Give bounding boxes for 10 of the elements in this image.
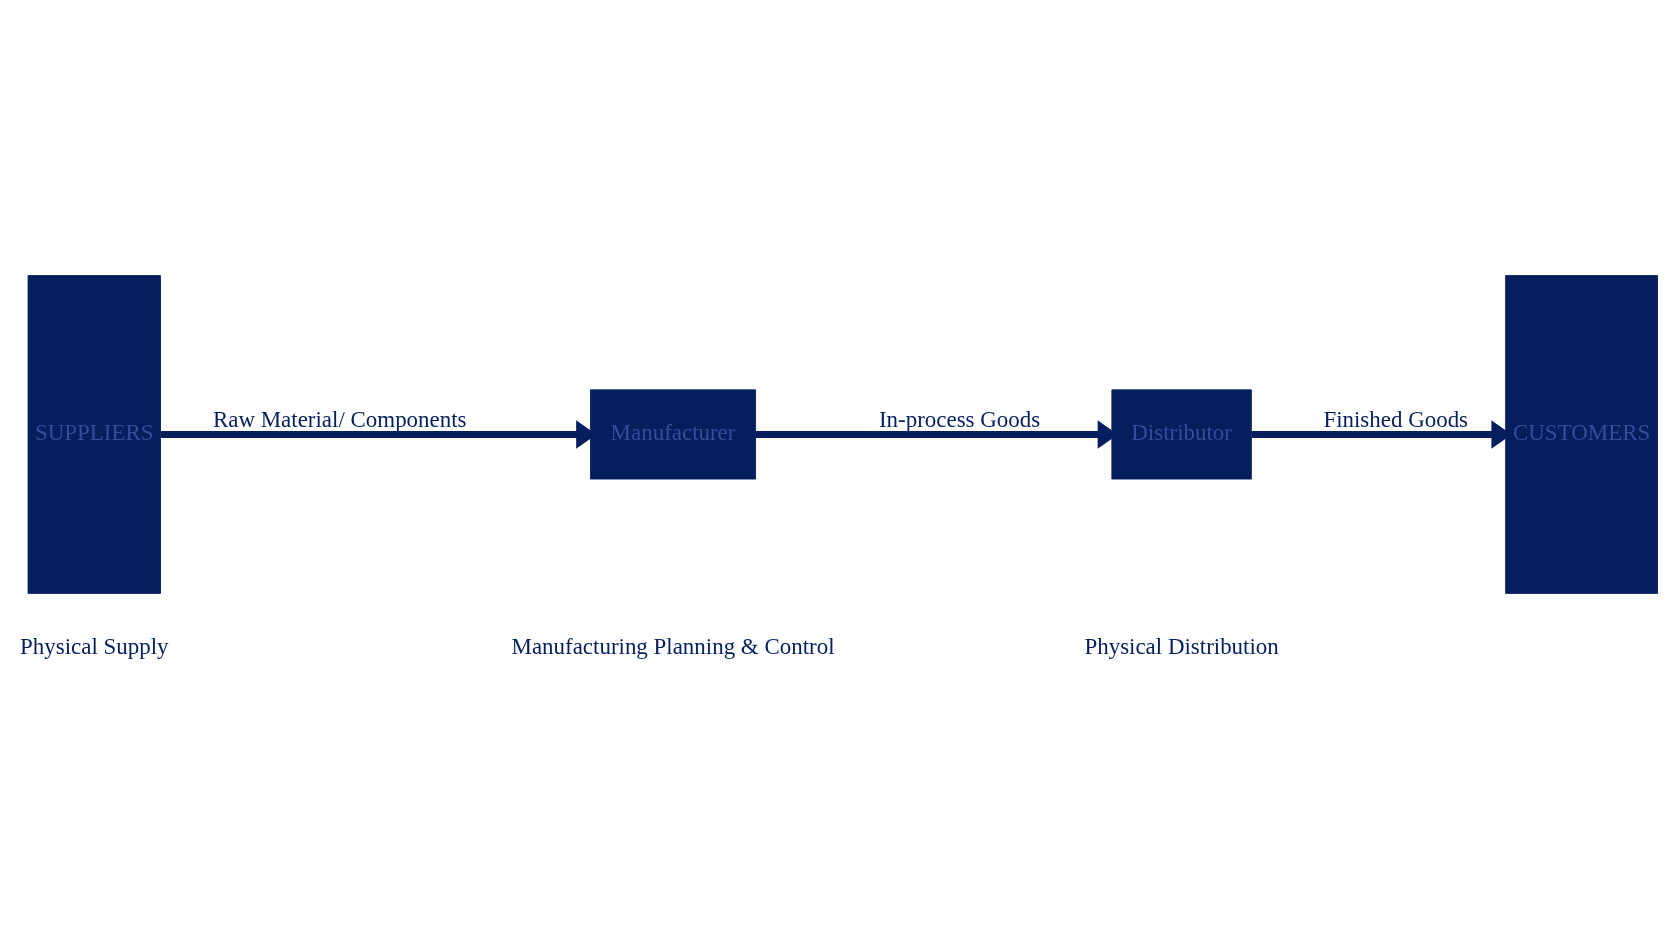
label: Manufacturing Planning & Control: [511, 633, 835, 659]
node-box: CUSTOMERS: [1505, 275, 1658, 594]
edge-label: Raw Material/ Components: [212, 407, 467, 433]
label: Physical Distribution: [1084, 633, 1279, 659]
node-box: Distributor: [1111, 389, 1252, 480]
node-box: SUPPLIERS: [27, 275, 161, 594]
edge-label: In-process Goods: [878, 407, 1041, 433]
edge-label: Finished Goods: [1323, 407, 1469, 433]
label: Physical Supply: [20, 633, 169, 659]
node-box: Manufacturer: [590, 389, 757, 480]
